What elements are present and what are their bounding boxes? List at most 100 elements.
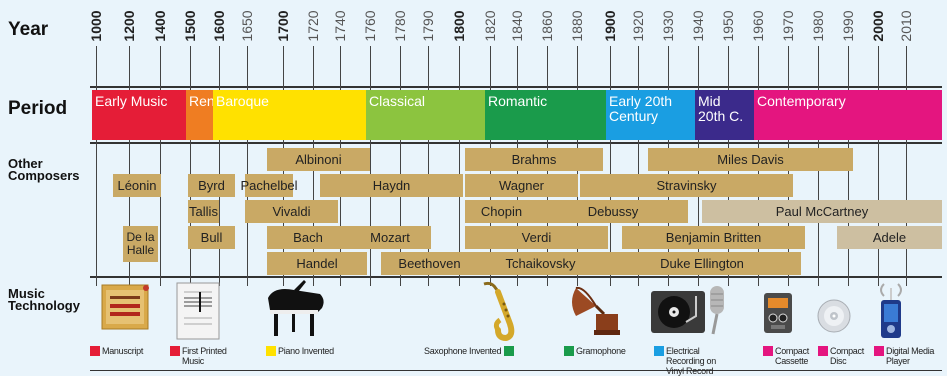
year-tick-label: 1990	[840, 4, 856, 48]
year-tick-label: 1940	[690, 4, 706, 48]
year-tick-text: 1990	[840, 10, 856, 42]
year-grid-line	[219, 46, 220, 286]
composer-name: Pachelbel	[240, 178, 298, 193]
year-row-label: Year	[8, 19, 49, 40]
microphone-icon	[710, 286, 724, 335]
period-band: Baroque	[213, 90, 366, 140]
year-tick-text: 1900	[602, 10, 618, 42]
composer-name: Stravinsky	[656, 178, 717, 193]
year-tick-text: 1950	[720, 10, 736, 42]
legend-swatch	[874, 346, 884, 356]
composer-box: Tallis	[188, 200, 219, 223]
composer-name: Wagner	[498, 178, 545, 193]
year-grid-line	[459, 46, 460, 286]
year-tick-label: 1860	[539, 4, 555, 48]
year-tick-label: 1800	[451, 4, 467, 48]
composer-name: Tchaikovsky	[505, 256, 576, 271]
composer-name: Miles Davis	[717, 152, 784, 167]
year-tick-text: 2000	[870, 10, 886, 42]
composer-name: Chopin	[480, 204, 523, 219]
year-tick-text: 1880	[569, 10, 585, 42]
period-band: Early 20th Century	[606, 90, 695, 140]
composer-name: Debussy	[587, 204, 639, 219]
technology-legend-item: Compact Disc	[818, 346, 876, 366]
composer-name: Adele	[872, 230, 907, 245]
year-tick-label: 1970	[780, 4, 796, 48]
year-grid-line	[906, 46, 907, 286]
composer-box: Bull	[188, 226, 235, 249]
year-tick-label: 1760	[362, 4, 378, 48]
year-tick-label: 1200	[121, 4, 137, 48]
year-tick-text: 1980	[810, 10, 826, 42]
composer-name: Duke Ellington	[660, 256, 744, 271]
composer-box: Benjamin Britten	[622, 226, 805, 249]
manuscript-icon	[101, 284, 149, 330]
year-tick-text: 1720	[305, 10, 321, 42]
composers-row-label: Other Composers	[8, 156, 80, 183]
legend-swatch	[818, 346, 828, 356]
legend-label: Saxophone Invented	[424, 346, 502, 356]
period-band: Mid 20th C.	[695, 90, 754, 140]
composer-box: Bach	[267, 226, 349, 249]
period-band: Contemporary	[754, 90, 942, 140]
year-tick-text: 1790	[420, 10, 436, 42]
year-tick-text: 1930	[660, 10, 676, 42]
compact-disc-icon	[817, 299, 851, 333]
year-tick-label: 1650	[239, 4, 255, 48]
composer-box: Léonin	[113, 174, 161, 197]
technology-legend-item: Saxophone Invented	[424, 346, 529, 356]
period-label: Contemporary	[757, 93, 846, 109]
year-tick-text: 1200	[121, 10, 137, 42]
legend-swatch	[170, 346, 180, 356]
composer-box: Duke Ellington	[603, 252, 801, 275]
cassette-icon	[764, 293, 792, 333]
period-label: Early Music	[95, 93, 168, 109]
year-grid-line	[638, 46, 639, 286]
year-tick-text: 1860	[539, 10, 555, 42]
composer-box: Tchaikovsky	[478, 252, 603, 275]
composer-name: Paul McCartney	[775, 204, 869, 219]
period-label: Classical	[369, 93, 426, 109]
legend-swatch	[266, 346, 276, 356]
year-tick-label: 1720	[305, 4, 321, 48]
year-tick-label: 1840	[509, 4, 525, 48]
printed-music-icon	[176, 282, 220, 340]
legend-swatch	[90, 346, 100, 356]
period-label: Early 20th Century	[609, 93, 673, 124]
technology-legend-item: Gramophone	[564, 346, 644, 356]
composer-box: Byrd	[188, 174, 235, 197]
year-tick-label: 1900	[602, 4, 618, 48]
year-tick-text: 1840	[509, 10, 525, 42]
composer-box: Debussy	[538, 200, 688, 223]
year-grid-line	[190, 46, 191, 286]
legend-swatch	[564, 346, 574, 356]
year-tick-label: 1000	[88, 4, 104, 48]
composer-name: Albinoni	[295, 152, 342, 167]
year-tick-text: 1820	[482, 10, 498, 42]
year-grid-line	[96, 46, 97, 286]
saxophone-icon	[483, 281, 515, 342]
technology-legend-item: Compact Cassette	[763, 346, 821, 366]
year-grid-line	[400, 46, 401, 286]
year-tick-text: 1600	[211, 10, 227, 42]
period-label: Romantic	[488, 93, 548, 109]
composer-name: Léonin	[117, 178, 157, 193]
period-label: Baroque	[216, 93, 269, 109]
legend-label: First Printed Music	[182, 346, 227, 366]
composer-name: Bach	[293, 230, 323, 245]
composer-box: Handel	[267, 252, 367, 275]
year-tick-text: 1960	[750, 10, 766, 42]
year-grid-line	[160, 46, 161, 286]
period-row-label: Period	[8, 98, 68, 119]
composer-box: Miles Davis	[648, 148, 853, 171]
piano-icon	[268, 280, 324, 336]
composer-box: Pachelbel	[240, 174, 298, 197]
year-grid-line	[129, 46, 130, 286]
composer-box: Paul McCartney	[702, 200, 942, 223]
year-tick-text: 1000	[88, 10, 104, 42]
year-tick-text: 2010	[898, 10, 914, 42]
year-tick-label: 1960	[750, 4, 766, 48]
year-grid-line	[247, 46, 248, 286]
composer-box: De la Halle	[123, 226, 158, 262]
